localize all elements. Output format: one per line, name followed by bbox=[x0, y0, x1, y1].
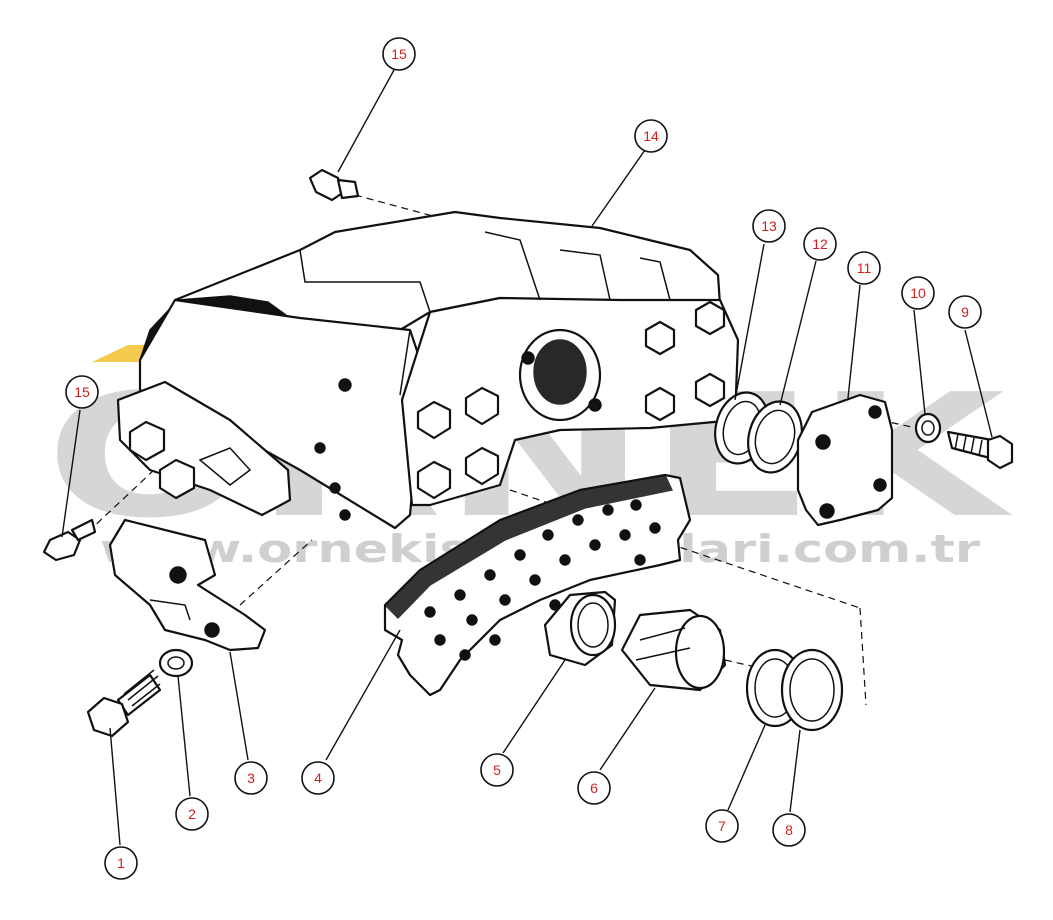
callout-10-label: 10 bbox=[910, 285, 926, 301]
callout-15-left-label: 15 bbox=[74, 384, 90, 400]
callout-4: 4 bbox=[301, 761, 335, 795]
cover-plate bbox=[796, 393, 894, 527]
callout-9-label: 9 bbox=[961, 304, 969, 320]
callout-14: 14 bbox=[634, 119, 668, 153]
callout-2: 2 bbox=[175, 797, 209, 831]
brake-pad bbox=[383, 473, 692, 697]
callout-6: 6 bbox=[577, 771, 611, 805]
grease-fitting-left bbox=[42, 518, 97, 562]
callout-11: 11 bbox=[847, 251, 881, 285]
caliper-housing bbox=[138, 210, 740, 530]
callout-8-label: 8 bbox=[785, 822, 793, 838]
callout-3-label: 3 bbox=[247, 770, 255, 786]
callout-7-label: 7 bbox=[718, 818, 726, 834]
small-washer bbox=[914, 412, 942, 444]
brake-pad-holes bbox=[424, 499, 661, 661]
callout-7: 7 bbox=[705, 809, 739, 843]
washer bbox=[158, 648, 194, 678]
piston-boot bbox=[543, 590, 617, 667]
callout-12-label: 12 bbox=[812, 236, 828, 252]
bracket-bolt bbox=[86, 669, 162, 738]
callout-5: 5 bbox=[480, 753, 514, 787]
callout-5-label: 5 bbox=[493, 762, 501, 778]
mounting-bracket bbox=[108, 518, 267, 652]
callout-12: 12 bbox=[803, 227, 837, 261]
callout-15-left: 15 bbox=[65, 375, 99, 409]
callout-1-label: 1 bbox=[117, 855, 125, 871]
callout-6-label: 6 bbox=[590, 780, 598, 796]
callout-15-top: 15 bbox=[382, 37, 416, 71]
callout-10: 10 bbox=[901, 276, 935, 310]
piston-seal-rings bbox=[745, 648, 844, 732]
piston bbox=[620, 608, 727, 692]
callout-3: 3 bbox=[234, 761, 268, 795]
callout-9: 9 bbox=[948, 295, 982, 329]
anchor-bracket-upper bbox=[116, 380, 292, 517]
callout-13: 13 bbox=[752, 209, 786, 243]
callout-13-label: 13 bbox=[761, 218, 777, 234]
callout-4-label: 4 bbox=[314, 770, 322, 786]
callout-1: 1 bbox=[104, 846, 138, 880]
cover-bolt bbox=[946, 430, 1014, 470]
grease-fitting-top bbox=[308, 168, 360, 202]
leader-lines bbox=[61, 69, 993, 846]
callout-8: 8 bbox=[772, 813, 806, 847]
callout-14-label: 14 bbox=[643, 128, 659, 144]
callout-2-label: 2 bbox=[188, 806, 196, 822]
body-bolt-heads bbox=[416, 300, 726, 500]
callout-11-label: 11 bbox=[857, 260, 872, 276]
callout-15-top-label: 15 bbox=[391, 46, 407, 62]
